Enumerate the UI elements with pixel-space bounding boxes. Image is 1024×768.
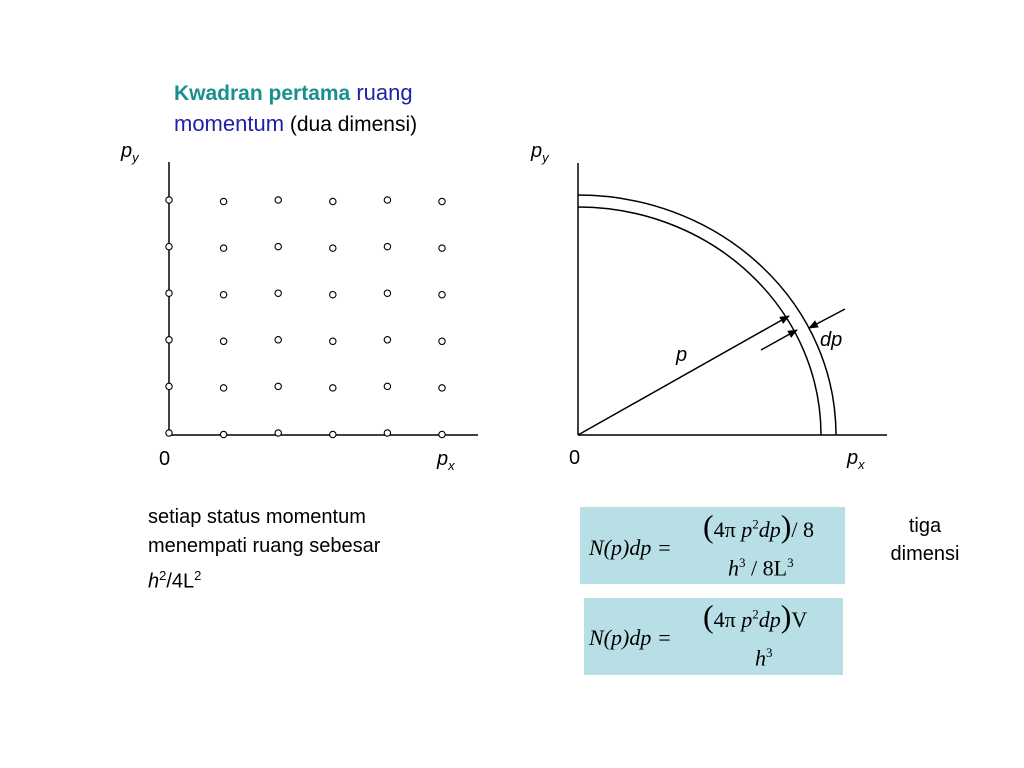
- equation-box-1: [580, 507, 845, 584]
- title-part-2: ruang: [350, 80, 413, 105]
- momentum-state-dot: [219, 337, 228, 346]
- eq2-lhs: N(p)dp =: [589, 625, 672, 650]
- momentum-state-dot: [383, 289, 392, 297]
- dp-arrow-left: [760, 329, 798, 351]
- momentum-state-dot: [329, 430, 337, 439]
- momentum-state-dot: [165, 429, 173, 437]
- dp-arrow-right: [808, 308, 846, 329]
- momentum-state-dot: [165, 336, 173, 344]
- momentum-state-dot: [274, 336, 282, 344]
- eq2-numerator: (4π p2dp)V: [703, 598, 808, 634]
- radius-arrow: [577, 315, 790, 436]
- momentum-state-dot: [329, 244, 337, 252]
- momentum-state-dot: [165, 242, 173, 251]
- title-part-4: (dua dimensi): [284, 113, 418, 136]
- momentum-state-dot: [383, 336, 392, 344]
- momentum-state-dot: [165, 382, 173, 391]
- slide-title: Kwadran pertama ruang momentum (dua dime…: [174, 78, 417, 140]
- shell-label: dp: [820, 329, 843, 351]
- right-origin-label: 0: [569, 447, 581, 469]
- title-part-1: Kwadran pertama: [174, 82, 351, 105]
- description-line-1: setiap status momentum: [148, 506, 366, 528]
- momentum-state-dot: [438, 290, 446, 299]
- title-part-3: momentum: [174, 111, 285, 136]
- momentum-state-dot: [329, 290, 337, 299]
- description-line-2: menempati ruang sebesar: [148, 535, 381, 557]
- momentum-state-dot: [438, 384, 446, 392]
- eq1-denominator: h3 / 8L3: [728, 555, 794, 581]
- momentum-state-dot: [274, 196, 282, 204]
- outer-arc: [577, 194, 837, 436]
- momentum-state-dot: [274, 382, 282, 391]
- left-origin-label: 0: [159, 448, 171, 470]
- side-label-line-2: dimensi: [890, 543, 960, 565]
- momentum-state-dot: [383, 196, 392, 204]
- momentum-state-dot: [329, 337, 337, 346]
- momentum-state-grid: [165, 196, 446, 439]
- side-label-line-1: tiga: [908, 515, 942, 537]
- three-dimension-label: tiga dimensi: [870, 512, 980, 568]
- equation-box-2: [584, 598, 843, 675]
- momentum-state-dot: [274, 429, 282, 437]
- momentum-state-dot: [219, 290, 228, 299]
- momentum-state-dot: [274, 289, 282, 297]
- momentum-state-dot: [329, 384, 337, 392]
- momentum-state-dot: [438, 197, 446, 206]
- right-y-label: py: [531, 140, 549, 165]
- momentum-state-dot: [274, 242, 282, 251]
- right-x-label: px: [847, 447, 865, 472]
- momentum-state-dot: [329, 197, 337, 206]
- description-line-3: h2/4L2: [148, 568, 202, 593]
- momentum-state-dot: [165, 289, 173, 297]
- momentum-state-dot: [438, 244, 446, 252]
- left-x-label: px: [437, 448, 455, 473]
- momentum-state-dot: [219, 430, 228, 439]
- momentum-state-dot: [438, 337, 446, 346]
- momentum-state-dot: [383, 429, 392, 437]
- inner-arc: [577, 206, 822, 436]
- momentum-state-dot: [383, 242, 392, 251]
- eq1-numerator: (4π p2dp)/ 8: [703, 508, 815, 544]
- momentum-state-dot: [438, 430, 446, 439]
- momentum-state-dot: [219, 197, 228, 206]
- left-y-label: py: [121, 140, 139, 165]
- momentum-state-dot: [219, 244, 228, 252]
- momentum-state-dot: [219, 384, 228, 392]
- eq1-lhs: N(p)dp =: [589, 535, 672, 560]
- description: setiap status momentum menempati ruang s…: [148, 503, 380, 597]
- radius-label: p: [676, 344, 688, 366]
- eq2-denominator: h3: [755, 645, 773, 671]
- momentum-state-dot: [165, 196, 173, 204]
- momentum-state-dot: [383, 382, 392, 391]
